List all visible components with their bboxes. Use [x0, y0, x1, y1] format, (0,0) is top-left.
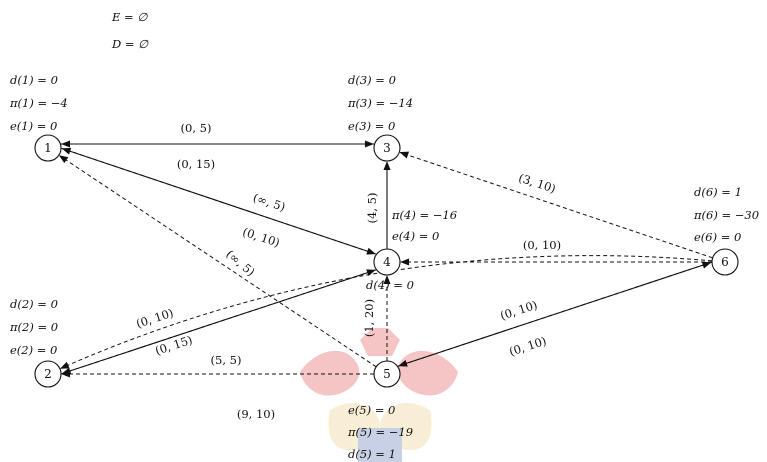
node-label-2: 2: [44, 367, 52, 381]
node-circle-4: [373, 248, 401, 276]
node-2: 2: [34, 360, 62, 388]
edge-label-6-to-4: (0, 10): [523, 238, 561, 252]
node-circle-6: [711, 248, 739, 276]
node-label-6: 6: [721, 255, 729, 269]
node-6-potential: π(6) = −30: [693, 208, 759, 222]
set-E-label: E = ∅: [111, 10, 148, 24]
edge-label-4-to-1: (0, 10): [241, 225, 282, 250]
edge-label-6-to-3: (3, 10): [517, 171, 558, 196]
node-3-excess: e(3) = 0: [348, 119, 395, 133]
edge-line-2-to-4: [61, 269, 376, 375]
edge-6-to-2: (9, 10): [59, 255, 713, 421]
node-3-distance: d(3) = 0: [348, 73, 396, 87]
edge-5-to-1: (∞, 5): [58, 155, 377, 368]
node-circle-1: [34, 134, 62, 162]
edge-label-5-to-4: (1, 20): [362, 299, 376, 337]
node-2-potential: π(2) = 0: [9, 320, 58, 334]
node-5-info: e(5) = 0 π(5) = −19 d(5) = 1: [347, 403, 413, 461]
node-circle-2: [34, 360, 62, 388]
edge-label-5-to-1: (∞, 5): [223, 247, 257, 279]
edge-label-6-to-2: (9, 10): [237, 407, 275, 421]
edge-label-1-to-3: (0, 5): [181, 121, 212, 135]
node-6-distance: d(6) = 1: [694, 185, 742, 199]
node-1: 1: [34, 134, 62, 162]
set-D-label: D = ∅: [111, 37, 149, 51]
node-3-info: d(3) = 0 π(3) = −14 e(3) = 0: [347, 73, 413, 133]
node-6: 6: [711, 248, 739, 276]
node-4-potential: π(4) = −16: [391, 208, 457, 222]
edge-line-5-to-1: [58, 155, 377, 368]
node-label-1: 1: [44, 141, 52, 155]
node-4-excess: e(4) = 0: [392, 229, 439, 243]
node-label-3: 3: [383, 141, 391, 155]
edge-4-to-3: (4, 5): [365, 161, 391, 249]
node-5: 5: [373, 360, 401, 388]
edge-label-1-to-4: (∞, 5): [251, 190, 287, 214]
node-6-excess: e(6) = 0: [694, 230, 741, 244]
edge-label-3-to-1: (0, 15): [177, 157, 215, 171]
node-2-distance: d(2) = 0: [10, 297, 58, 311]
edge-label-4-to-3: (4, 5): [365, 193, 379, 224]
node-4: 4: [373, 248, 401, 276]
edge-line-4-to-1: [61, 147, 377, 255]
node-2-info: d(2) = 0 π(2) = 0 e(2) = 0: [9, 297, 58, 357]
edge-line-6-to-5: [398, 261, 712, 367]
node-4-distance: d(4) = 0: [366, 278, 414, 292]
edge-5-to-4: (1, 20): [362, 275, 391, 361]
node-5-excess: e(5) = 0: [348, 403, 395, 417]
edge-1-to-3: (0, 5): [61, 121, 374, 148]
node-1-excess: e(1) = 0: [10, 119, 57, 133]
edge-6-to-4: (0, 10): [400, 238, 712, 266]
edge-label-4-to-2: (0, 10): [134, 306, 175, 331]
edge-label-5-to-6: (0, 10): [498, 298, 539, 323]
edge-3-to-1: (0, 15): [61, 140, 374, 171]
edge-5-to-2: (5, 5): [61, 353, 374, 378]
node-1-distance: d(1) = 0: [10, 73, 58, 87]
edge-label-6-to-5: (0, 10): [507, 334, 548, 359]
university-crest-watermark: [300, 328, 458, 462]
node-1-potential: π(1) = −4: [9, 96, 68, 110]
node-label-4: 4: [383, 255, 391, 269]
edge-line-6-to-3: [399, 151, 713, 259]
node-5-potential: π(5) = −19: [347, 425, 413, 439]
node-4-info: π(4) = −16 e(4) = 0 d(4) = 0: [366, 208, 457, 292]
node-circle-3: [373, 134, 401, 162]
node-5-distance: d(5) = 1: [348, 447, 396, 461]
node-circle-5: [373, 360, 401, 388]
node-3-potential: π(3) = −14: [347, 96, 413, 110]
node-label-5: 5: [383, 367, 391, 381]
node-3: 3: [373, 134, 401, 162]
edge-label-5-to-2: (5, 5): [211, 353, 242, 367]
node-2-excess: e(2) = 0: [10, 343, 57, 357]
node-1-info: d(1) = 0 π(1) = −4 e(1) = 0: [9, 73, 68, 133]
node-6-info: d(6) = 1 π(6) = −30 e(6) = 0: [693, 185, 759, 244]
